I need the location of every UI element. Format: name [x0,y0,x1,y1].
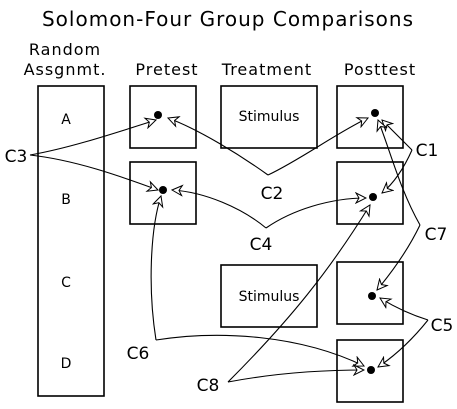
random-assignment-column [37,85,105,397]
posttest-box-a [336,85,404,149]
comparison-label-c3: C3 [5,147,28,167]
arrow-c7-to-posttest-a [378,120,421,226]
observation-dot-posttest-b [369,193,377,201]
comparison-label-c5: C5 [431,316,454,336]
comparison-label-c2: C2 [261,184,284,204]
arrow-c7-to-posttest-c [377,224,421,290]
stimulus-label-a: Stimulus [239,109,300,125]
arrow-c8-to-posttest-b [227,205,370,383]
posttest-box-c [336,261,404,325]
treatment-box-a [220,85,318,149]
arrow-c5-to-posttest-d [378,319,429,367]
header-posttest: Posttest [344,60,416,79]
arrow-c3-to-pretest-b [29,154,158,190]
pretest-box-b [129,161,197,225]
header-random: Random [29,40,101,59]
group-label-c: C [61,275,71,291]
comparison-label-c4: C4 [250,235,273,255]
arrow-c4-to-posttest-b [265,198,366,229]
group-label-d: D [61,356,72,372]
arrow-c4-to-pretest-b [172,190,267,229]
header-treatment: Treatment [221,60,312,79]
stimulus-label-c: Stimulus [239,289,300,305]
group-label-b: B [61,192,71,208]
diagram-title: Solomon-Four Group Comparisons [42,7,414,31]
arrow-c2-to-posttest-a [267,118,368,176]
comparison-label-c6: C6 [127,344,150,364]
pretest-box-a [129,85,197,149]
observation-dot-posttest-a [371,109,379,117]
observation-dot-posttest-c [368,292,376,300]
posttest-box-d [336,339,404,403]
arrow-c5-to-posttest-c [380,298,429,321]
comparison-label-c1: C1 [416,141,439,161]
arrow-c8-to-posttest-d [227,370,364,383]
arrow-c1-to-posttest-b [382,149,413,193]
comparison-label-c7: C7 [425,225,448,245]
arrow-c6-to-posttest-d [155,334,364,366]
observation-dot-posttest-d [367,366,375,374]
group-label-a: A [61,112,71,128]
arrow-c2-to-pretest-a [168,118,269,176]
treatment-box-c [220,264,318,328]
arrow-c3-to-pretest-a [29,120,156,156]
header-assignment: Assgnmt. [24,60,107,79]
posttest-box-b [336,161,404,225]
comparison-label-c8: C8 [197,376,220,396]
arrow-c6-to-pretest-b [150,196,161,341]
header-pretest: Pretest [135,60,198,79]
observation-dot-pretest-b [159,186,167,194]
observation-dot-pretest-a [154,111,162,119]
arrow-c1-to-posttest-a [382,120,413,151]
